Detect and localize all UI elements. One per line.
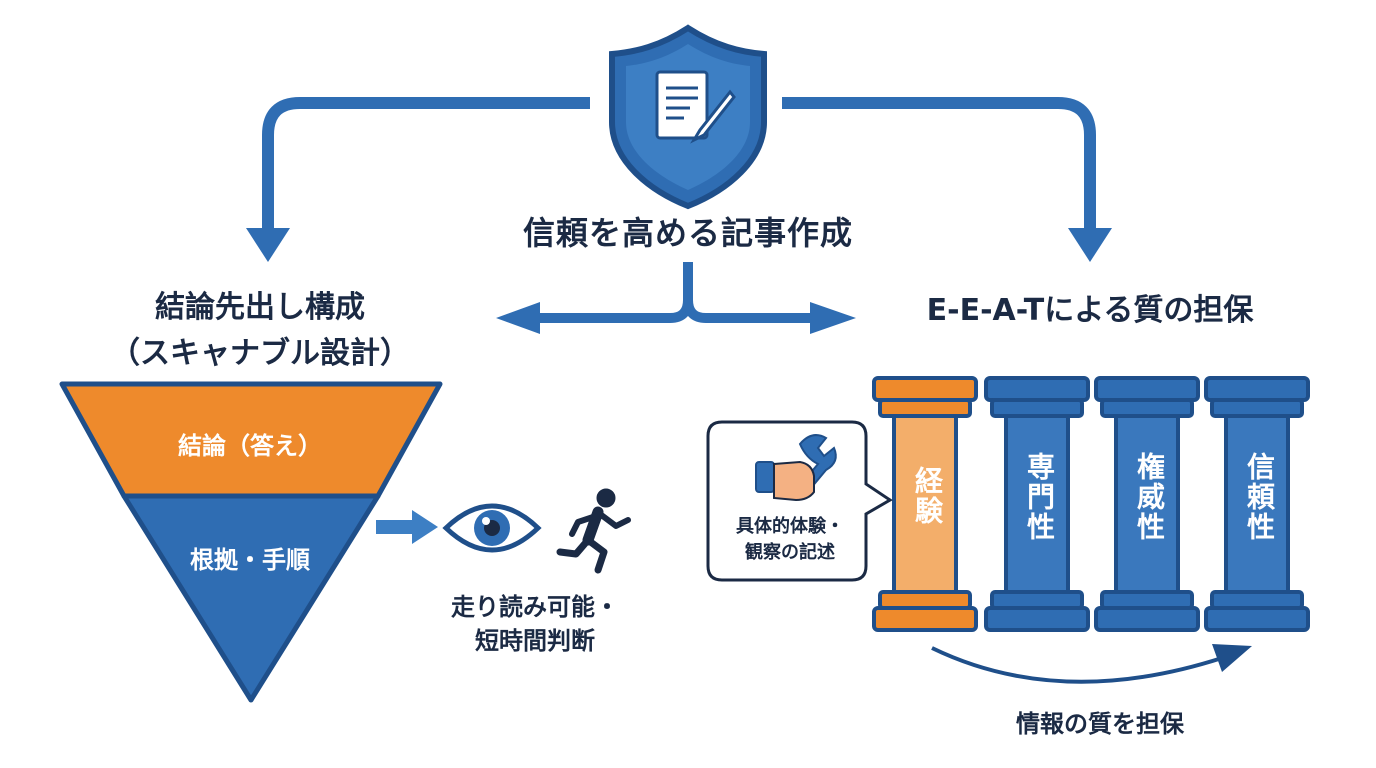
split-bracket-arrows bbox=[496, 262, 856, 334]
left-section-title: 結論先出し構成 （スキャナブル設計） bbox=[90, 285, 430, 377]
skim-caption-line1: 走り読み可能・ bbox=[451, 593, 619, 621]
hand-wrench-icon bbox=[755, 434, 837, 502]
pillar-label-expertise: 専門性 bbox=[1023, 452, 1056, 542]
callout-line1: 具体的体験・ bbox=[736, 516, 844, 537]
callout-line2: 観察の記述 bbox=[745, 542, 835, 563]
funnel-top-label: 結論（答え） bbox=[178, 432, 322, 460]
pillar-label-trustworthiness: 信頼性 bbox=[1243, 452, 1276, 542]
right-section-title: E-E-A-Tによる質の担保 bbox=[926, 293, 1254, 328]
shield-document-icon bbox=[609, 24, 767, 210]
left-title-line2: （スキャナブル設計） bbox=[110, 336, 410, 371]
pillar-experience bbox=[872, 376, 978, 632]
arrow-right-icon bbox=[376, 510, 438, 544]
left-title-line1: 結論先出し構成 bbox=[155, 290, 365, 325]
funnel-bottom-label: 根拠・手順 bbox=[190, 546, 310, 574]
curved-arrow bbox=[931, 644, 1252, 684]
pillar-authoritativeness bbox=[1094, 376, 1200, 632]
eye-icon bbox=[442, 503, 542, 553]
center-title: 信頼を高める記事作成 bbox=[522, 214, 853, 252]
pillar-label-experience: 経験 bbox=[911, 466, 944, 526]
connector-right bbox=[782, 97, 1112, 262]
experience-callout-bubble bbox=[706, 420, 893, 582]
connector-left bbox=[246, 97, 590, 262]
pillar-label-authoritativeness: 権威性 bbox=[1133, 452, 1166, 542]
pillar-trustworthiness bbox=[1204, 376, 1310, 632]
callout-text: 具体的体験・ 観察の記述 bbox=[716, 514, 864, 566]
skim-caption: 走り読み可能・ 短時間判断 bbox=[420, 590, 650, 658]
pillar-expertise bbox=[984, 376, 1090, 632]
quality-caption: 情報の質を担保 bbox=[1016, 710, 1184, 738]
skim-caption-line2: 短時間判断 bbox=[475, 627, 595, 655]
running-person-icon bbox=[556, 488, 631, 574]
conclusion-first-funnel bbox=[59, 381, 443, 703]
